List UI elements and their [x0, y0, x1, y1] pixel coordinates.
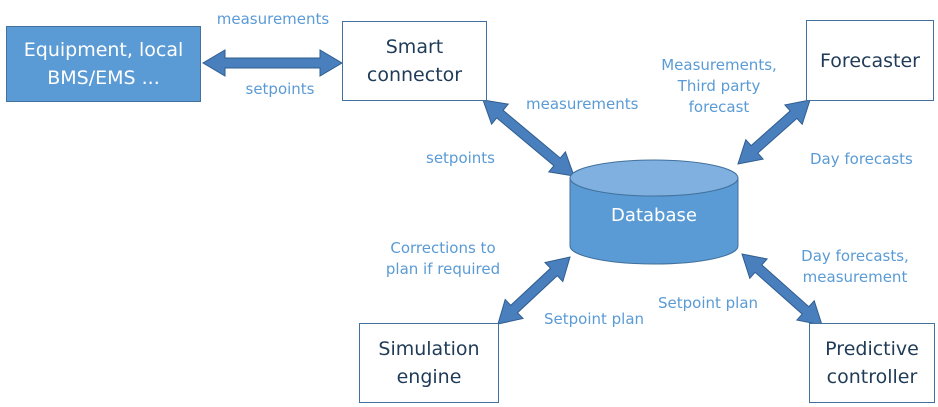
arrow-forecaster-database: [737, 99, 811, 165]
equipment-label: Equipment, local BMS/EMS ...: [23, 39, 184, 89]
edge-label-controller-day-forecasts: Day forecasts, measurement: [801, 247, 909, 286]
arrow-simulation-database: [497, 256, 571, 325]
arrows-layer: [202, 49, 823, 326]
predictive-controller-label: Predictive controller: [825, 338, 919, 388]
database-cylinder[interactable]: Database: [569, 159, 739, 265]
smart-connector-box[interactable]: Smart connector: [342, 21, 487, 101]
edge-label-equipment-setpoints: setpoints: [245, 80, 315, 98]
equipment-box[interactable]: Equipment, local BMS/EMS ...: [6, 26, 201, 102]
edge-label-connector-measurements: measurements: [526, 95, 639, 113]
predictive-controller-box[interactable]: Predictive controller: [809, 323, 935, 403]
simulation-engine-label: Simulation engine: [378, 338, 480, 388]
forecaster-box[interactable]: Forecaster: [806, 20, 934, 101]
database-top: [569, 159, 739, 197]
edge-label-forecaster-day-forecasts: Day forecasts: [810, 150, 913, 168]
arrow-equipment-connector: [202, 49, 343, 77]
database-body: [569, 177, 739, 265]
edge-label-forecaster-measurements: Measurements, Third party forecast: [661, 56, 777, 116]
edge-label-connector-setpoints: setpoints: [426, 149, 495, 167]
edge-label-simulation-setpoint-plan: Setpoint plan: [544, 310, 645, 328]
smart-connector-label: Smart connector: [366, 36, 463, 86]
edge-label-controller-setpoint-plan: Setpoint plan: [658, 294, 759, 312]
simulation-engine-box[interactable]: Simulation engine: [359, 323, 499, 403]
edge-label-simulation-corrections: Corrections to plan if required: [385, 239, 501, 278]
edge-label-equipment-measurements: measurements: [216, 10, 330, 28]
database-label: Database: [611, 205, 697, 226]
forecaster-label: Forecaster: [820, 49, 920, 72]
